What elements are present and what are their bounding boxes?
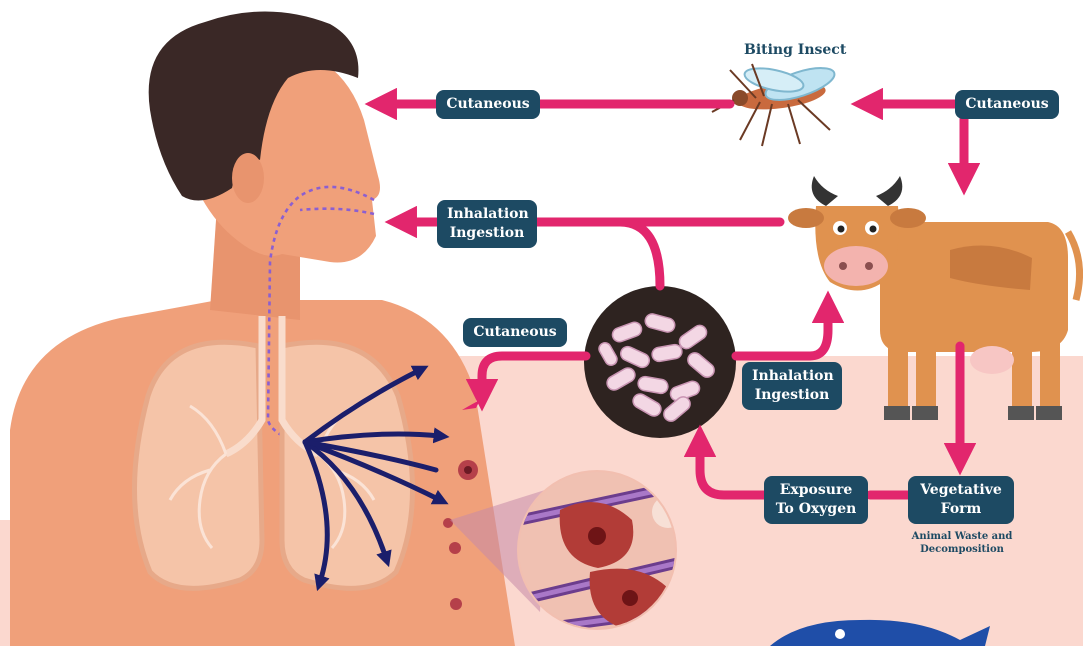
cow-ear: [890, 208, 926, 228]
cutaneous-label-top-right: Cutaneous: [955, 90, 1059, 119]
exposure-to-oxygen-label: Exposure To Oxygen: [764, 476, 868, 524]
cutaneous-label-top-left: Cutaneous: [436, 90, 540, 119]
inhalation-ingestion-label-top: Inhalation Ingestion: [437, 200, 537, 248]
inhalation-ingestion-label-mid: Inhalation Ingestion: [742, 362, 842, 410]
cow-horn: [812, 176, 838, 206]
cow-snout: [824, 246, 888, 286]
lesion: [443, 518, 453, 528]
cow-body: [880, 222, 1068, 352]
vegetative-form-label: Vegetative Form: [908, 476, 1014, 524]
ear: [232, 153, 264, 203]
cow-horn: [876, 176, 902, 206]
lesion: [450, 598, 462, 610]
lesion: [449, 542, 461, 554]
arrow-spores-up: [620, 222, 660, 286]
biting-insect-label: Biting Insect: [744, 42, 846, 58]
cow-ear: [788, 208, 824, 228]
vegetative-note: Animal Waste and Decomposition: [900, 530, 1024, 556]
arrow-spores-to-cow: [736, 310, 828, 356]
cutaneous-label-mid: Cutaneous: [463, 318, 567, 347]
left-lung: [134, 342, 262, 588]
spore-cluster: [584, 286, 736, 438]
